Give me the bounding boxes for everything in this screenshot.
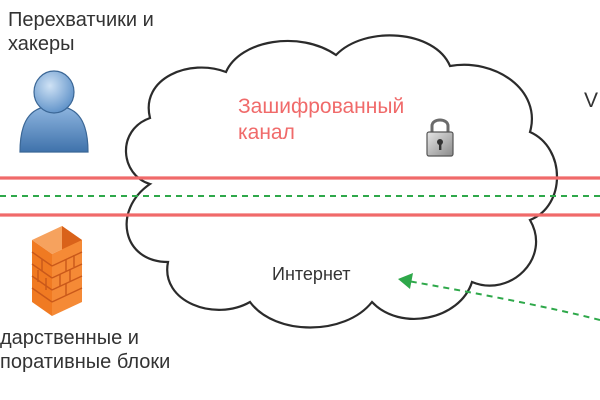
internet-cloud — [124, 34, 559, 329]
cut-off-label: V — [584, 89, 599, 112]
blocks-label: дарственные и поративные блоки — [0, 326, 256, 375]
padlock-icon — [426, 118, 454, 157]
user-icon — [19, 70, 89, 153]
tunnel-label-line2: канал — [238, 120, 295, 144]
blocks-label-line1: дарственные и — [0, 327, 139, 349]
arrowhead-icon — [398, 273, 413, 289]
hackers-label-line1: Перехватчики и — [8, 9, 154, 31]
tunnel-label: Зашифрованный канал — [238, 94, 458, 145]
hackers-label-line2: хакеры — [8, 33, 75, 56]
tunnel-label-line1: Зашифрованный — [238, 95, 405, 118]
firewall-icon — [31, 226, 83, 316]
hackers-label: Перехватчики и хакеры — [8, 8, 228, 57]
internet-label: Интернет — [272, 264, 351, 284]
blocks-label-line2: поративные блоки — [0, 351, 171, 374]
